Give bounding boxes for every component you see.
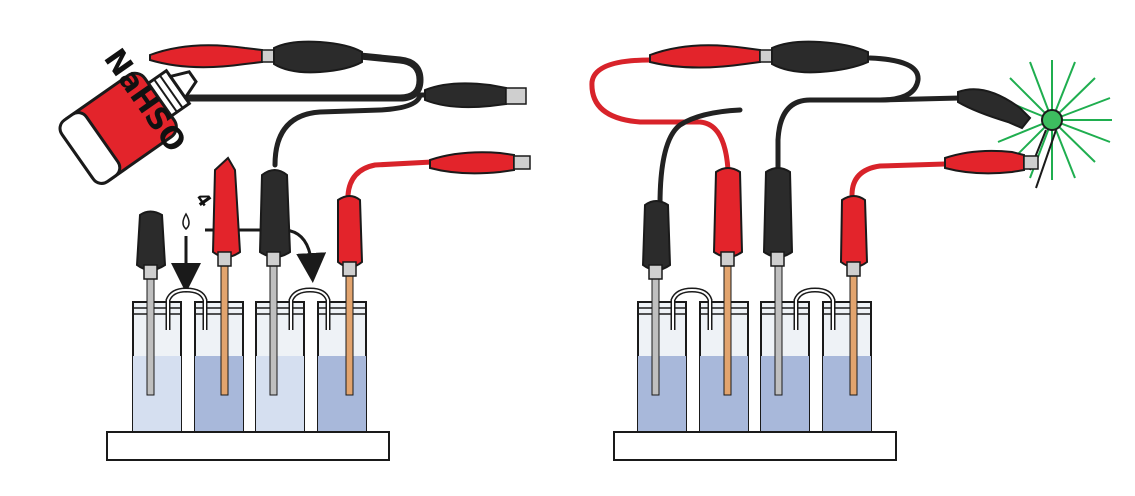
red-wire-loop (589, 57, 731, 173)
black-clip-electrode (641, 200, 672, 271)
left-wires (186, 52, 435, 198)
salt-bridge (290, 288, 329, 330)
clip-jaw (505, 87, 527, 105)
clip-red-right (429, 151, 531, 175)
red-clip-right (429, 151, 515, 175)
copper-electrode (849, 274, 858, 396)
red-clip-electrode (337, 195, 364, 268)
copper-electrode (723, 261, 732, 396)
red-clip-electrode (839, 195, 869, 268)
right-setup (589, 40, 1112, 461)
black-wire-arc (775, 55, 921, 173)
salt-bridge (167, 288, 206, 330)
black-clip-electrode (762, 167, 794, 258)
left-vessels (132, 287, 367, 433)
zinc-electrode (146, 274, 155, 396)
black-clip-electrode (135, 210, 167, 271)
black-clip-top (771, 40, 869, 74)
stand-base (613, 431, 897, 461)
left-setup: NaHSO 4 (58, 40, 531, 461)
zinc-electrode (269, 261, 278, 396)
left-electrode-clips (135, 156, 364, 280)
red-clip-electrode (211, 156, 242, 258)
salt-bridge (795, 288, 834, 330)
copper-electrode (345, 274, 354, 396)
black-clip-top (273, 40, 363, 74)
clip-pair-top (149, 40, 363, 74)
reagent-bottle-icon (58, 68, 198, 185)
led-icon (1029, 109, 1063, 189)
black-clip-led (957, 88, 1032, 130)
zinc-electrode (651, 274, 660, 396)
black-clip-electrode (258, 169, 292, 258)
red-wire-to-electrode (849, 161, 948, 198)
red-wire-to-electrode (345, 159, 435, 198)
red-clip-electrode (712, 167, 744, 258)
right-electrode-clips (641, 167, 869, 280)
black-clip-right (424, 82, 507, 109)
left-electrodes (146, 261, 354, 396)
black-wire-to-electrode (272, 92, 433, 168)
clip-black-right (424, 82, 527, 109)
red-clip-top (649, 44, 761, 69)
black-wire-loop (657, 107, 743, 208)
clip-jaw (261, 49, 275, 63)
reagent-subscript: 4 (191, 189, 215, 211)
salt-bridge (672, 288, 711, 330)
red-clip-led (944, 149, 1039, 175)
right-vessels (637, 287, 872, 433)
red-clip-top (149, 44, 263, 69)
clip-jaw (513, 155, 531, 170)
right-clip-pair-top (649, 40, 869, 74)
right-wires (589, 55, 963, 208)
copper-electrode (220, 261, 229, 396)
stand-base (106, 431, 390, 461)
black-wire-long (186, 52, 424, 102)
droplet-icon (182, 212, 190, 230)
zinc-electrode (774, 261, 783, 396)
black-wire-to-led (877, 95, 963, 103)
